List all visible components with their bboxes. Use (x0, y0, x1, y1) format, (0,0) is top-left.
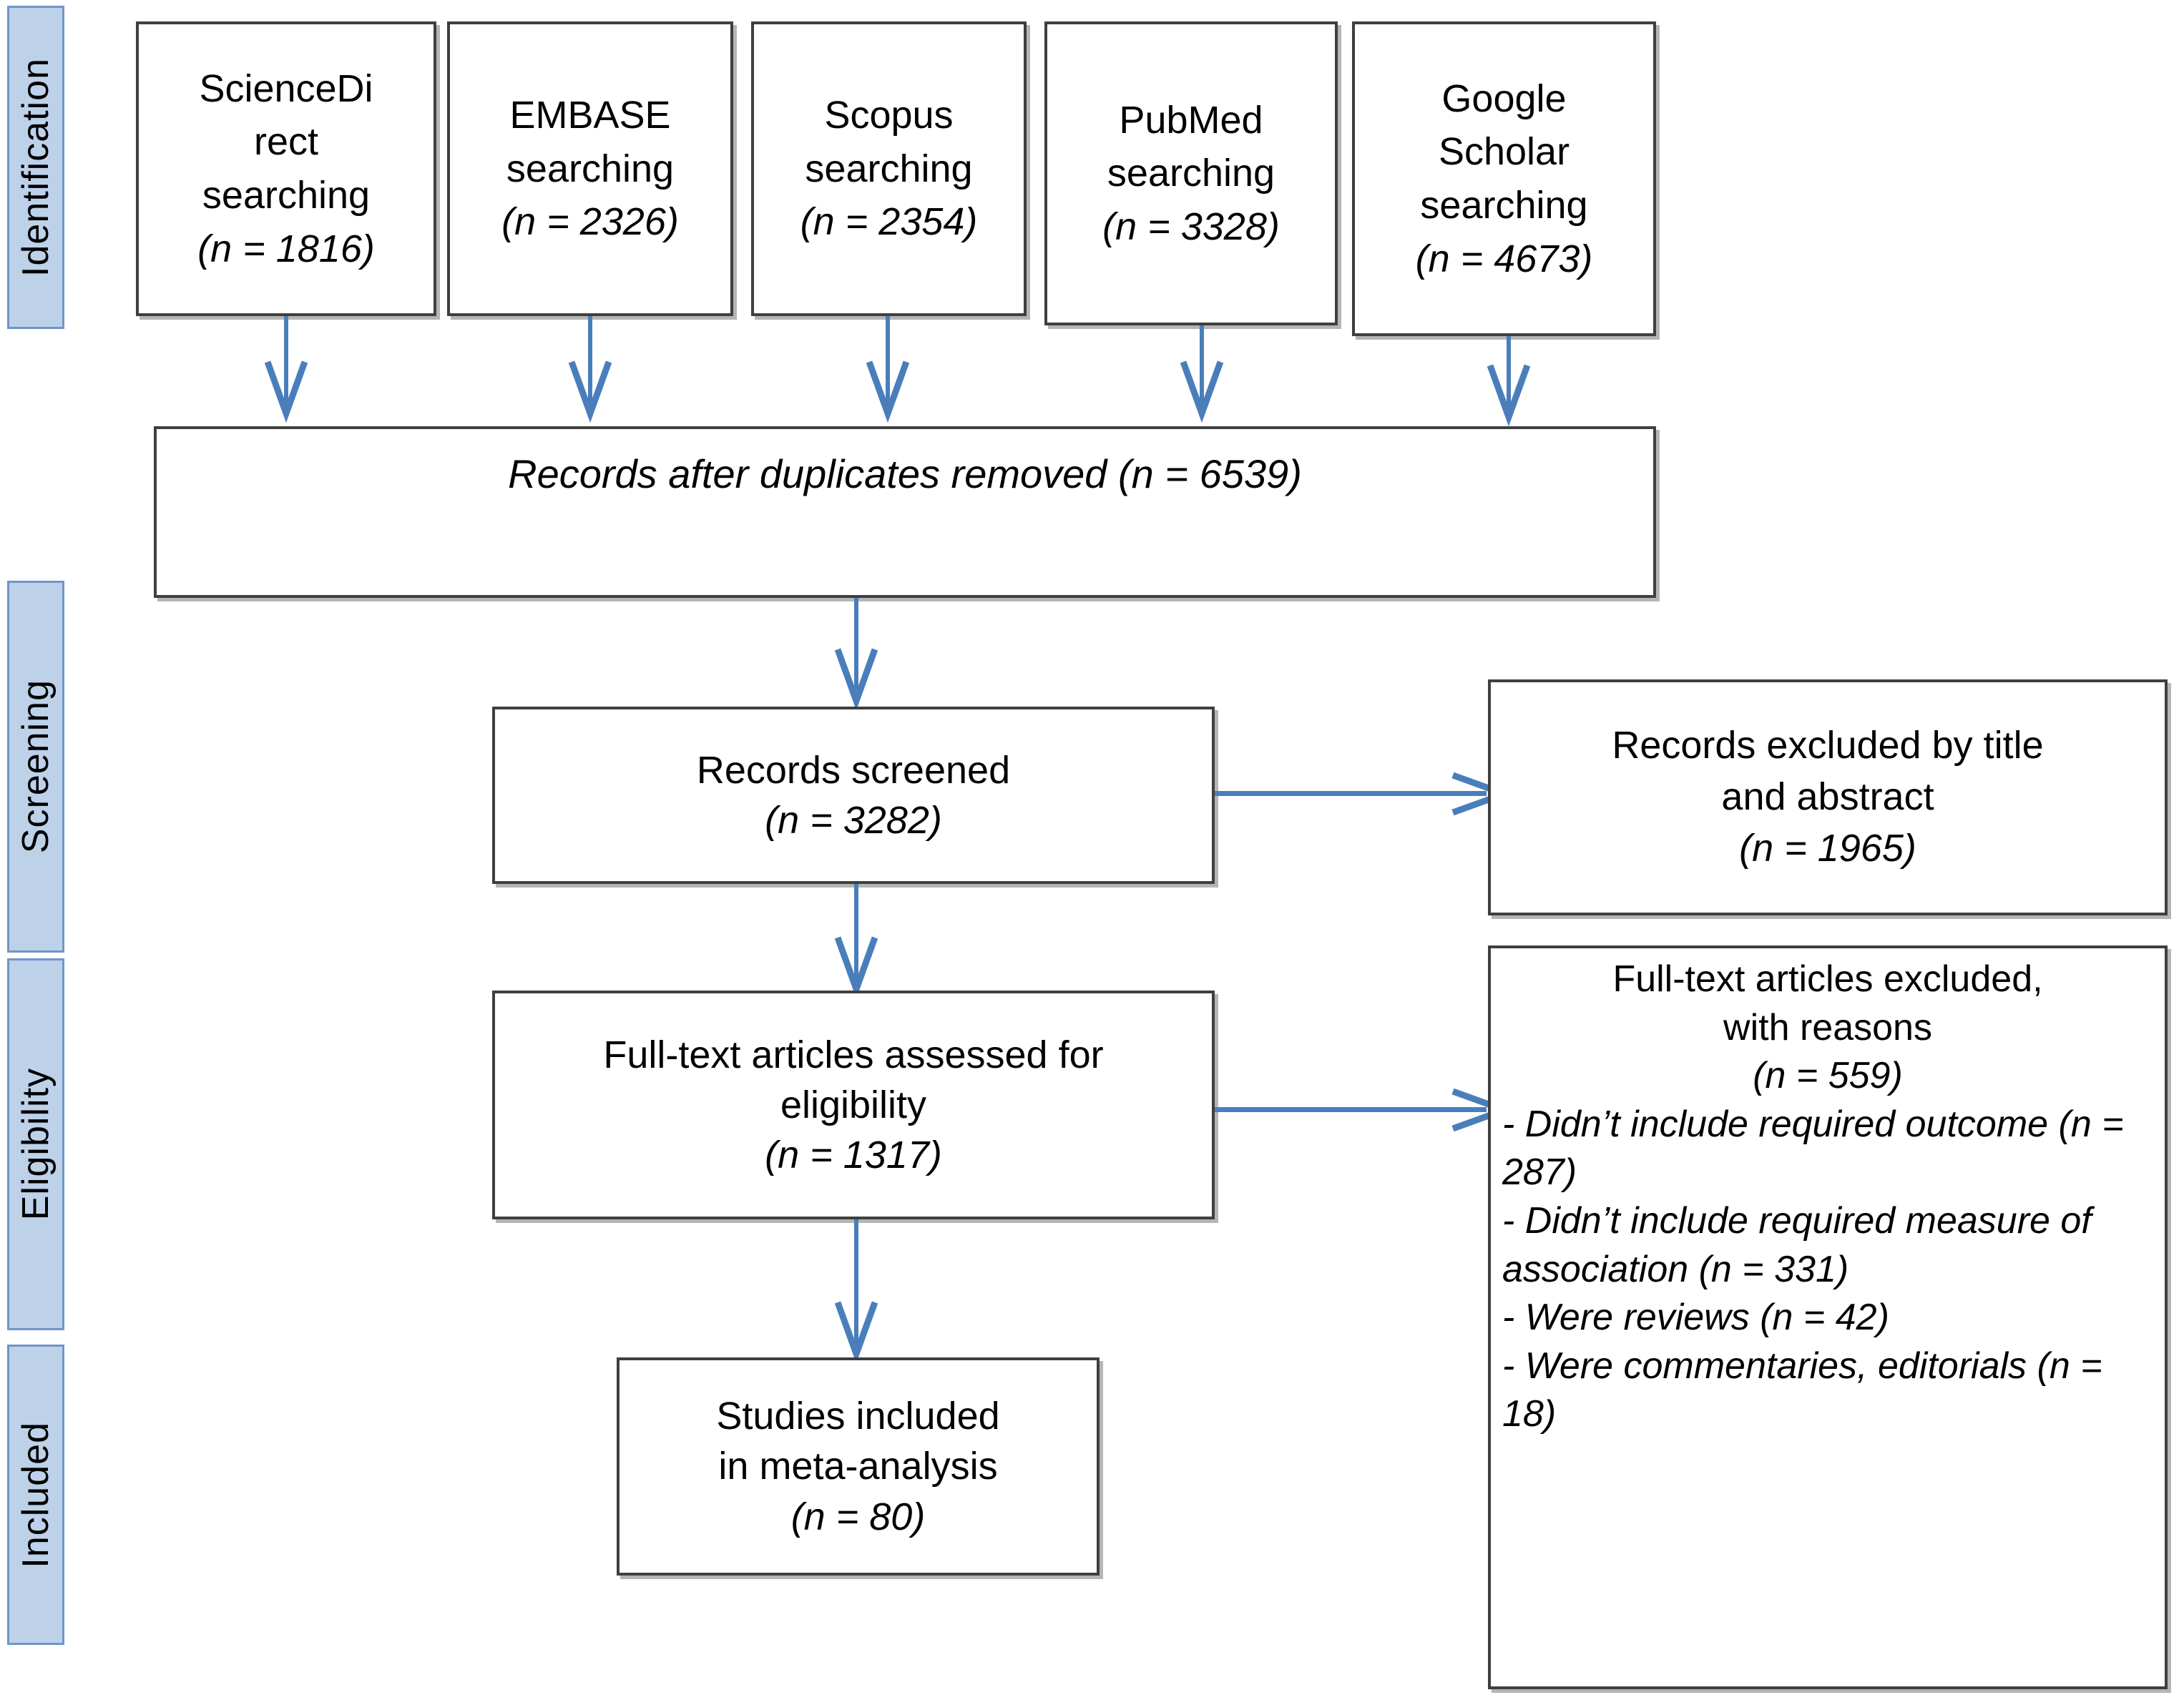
records-excluded-line-2: and abstract (1721, 775, 1934, 819)
connector-google-scholar-to-duplicates (1507, 336, 1511, 409)
box-studies-included-text: Studies included in meta-analysis (n = 8… (627, 1391, 1089, 1542)
connector-fulltext-to-studies-included (854, 1219, 858, 1347)
stage-label-screening-text: Screening (15, 679, 57, 854)
box-fulltext-articles-excluded-with-reasons: Full-text articles excluded, with reason… (1488, 945, 2168, 1689)
source-count: (n = 1816) (197, 227, 375, 270)
source-box-sciencedirect: ScienceDi rect searching (n = 1816) (136, 21, 436, 316)
duplicates-label: Records after duplicates removed (n = 65… (508, 451, 1302, 496)
source-line-2: searching (506, 147, 675, 190)
connector-fulltext-to-excluded-reasons (1215, 1107, 1487, 1112)
studies-included-line-1: Studies included (716, 1395, 1000, 1438)
source-line-1: ScienceDi (199, 67, 373, 110)
source-box-google-scholar: Google Scholar searching (n = 4673) (1352, 21, 1656, 336)
excluded-reason-item: - Didn’t include required measure of ass… (1502, 1199, 2092, 1290)
stage-label-eligibility: Eligibility (7, 958, 64, 1330)
stage-label-eligibility-text: Eligibility (15, 1068, 57, 1221)
connector-duplicates-to-records-screened (854, 598, 858, 691)
source-line-2: Scholar (1438, 130, 1570, 174)
connector-embase-to-duplicates (588, 316, 592, 406)
stage-label-identification: Identification (7, 6, 64, 329)
source-line-1: EMBASE (509, 94, 671, 137)
box-records-excluded-by-title-and-abstract: Records excluded by title and abstract (… (1488, 679, 2168, 915)
box-records-after-duplicates-removed: Records after duplicates removed (n = 65… (154, 426, 1656, 598)
box-studies-included-in-meta-analysis: Studies included in meta-analysis (n = 8… (617, 1357, 1100, 1576)
source-count: (n = 3328) (1102, 205, 1280, 248)
source-line-3: searching (1420, 184, 1588, 227)
records-screened-label: Records screened (696, 748, 1011, 792)
records-excluded-count: (n = 1965) (1739, 826, 1916, 870)
connector-pubmed-to-duplicates (1200, 325, 1204, 406)
source-box-google-scholar-text: Google Scholar searching (n = 4673) (1362, 72, 1646, 285)
source-box-scopus: Scopus searching (n = 2354) (751, 21, 1027, 316)
connector-scopus-to-duplicates (886, 316, 890, 406)
connector-records-screened-to-fulltext (854, 884, 858, 981)
excluded-reasons-count: (n = 559) (1753, 1055, 1903, 1097)
excluded-reasons-line-2: with reasons (1723, 1006, 1932, 1048)
source-line-2: searching (805, 147, 973, 190)
box-fulltext-articles-assessed-for-eligibility: Full-text articles assessed for eligibil… (492, 991, 1215, 1219)
excluded-reason-item: - Were commentaries, editorials (n = 18) (1502, 1345, 2102, 1435)
source-box-embase: EMBASE searching (n = 2326) (447, 21, 733, 316)
records-excluded-line-1: Records excluded by title (1612, 724, 2044, 767)
records-screened-count: (n = 3282) (765, 799, 942, 842)
box-records-screened-text: Records screened (n = 3282) (502, 745, 1205, 845)
excluded-reason-item: - Didn’t include required outcome (n = 2… (1502, 1103, 2124, 1194)
source-line-1: Scopus (824, 94, 954, 137)
connector-sciencedirect-to-duplicates (284, 316, 288, 406)
studies-included-count: (n = 80) (790, 1495, 926, 1538)
source-box-sciencedirect-text: ScienceDi rect searching (n = 1816) (146, 62, 426, 275)
box-fulltext-assessed-text: Full-text articles assessed for eligibil… (502, 1030, 1205, 1181)
source-count: (n = 4673) (1415, 237, 1593, 280)
source-count: (n = 2354) (800, 200, 978, 244)
stage-label-included-text: Included (15, 1421, 57, 1568)
fulltext-assessed-line-1: Full-text articles assessed for (603, 1033, 1104, 1076)
excluded-reasons-line-1: Full-text articles excluded, (1612, 958, 2043, 1000)
connector-records-screened-to-excluded (1215, 791, 1487, 796)
source-box-pubmed: PubMed searching (n = 3328) (1044, 21, 1338, 325)
source-line-2: searching (1107, 152, 1275, 195)
fulltext-assessed-line-2: eligibility (780, 1083, 927, 1126)
box-records-after-duplicates-removed-text: Records after duplicates removed (n = 65… (164, 448, 1646, 501)
source-line-3: searching (202, 174, 371, 217)
box-excluded-reasons-text: Full-text articles excluded, with reason… (1502, 955, 2153, 1439)
studies-included-line-2: in meta-analysis (718, 1445, 998, 1488)
source-box-scopus-text: Scopus searching (n = 2354) (761, 89, 1017, 249)
excluded-reason-item: - Were reviews (n = 42) (1502, 1297, 1889, 1339)
stage-label-screening: Screening (7, 581, 64, 953)
stage-label-included: Included (7, 1345, 64, 1645)
source-line-1: Google (1441, 77, 1567, 120)
fulltext-assessed-count: (n = 1317) (765, 1134, 942, 1177)
source-line-2: rect (253, 120, 319, 164)
box-records-excluded-text: Records excluded by title and abstract (… (1498, 720, 2158, 874)
source-count: (n = 2326) (501, 200, 679, 244)
stage-label-identification-text: Identification (15, 58, 57, 277)
box-records-screened: Records screened (n = 3282) (492, 707, 1215, 884)
source-line-1: PubMed (1119, 98, 1263, 142)
source-box-pubmed-text: PubMed searching (n = 3328) (1054, 94, 1328, 254)
source-box-embase-text: EMBASE searching (n = 2326) (457, 89, 723, 249)
